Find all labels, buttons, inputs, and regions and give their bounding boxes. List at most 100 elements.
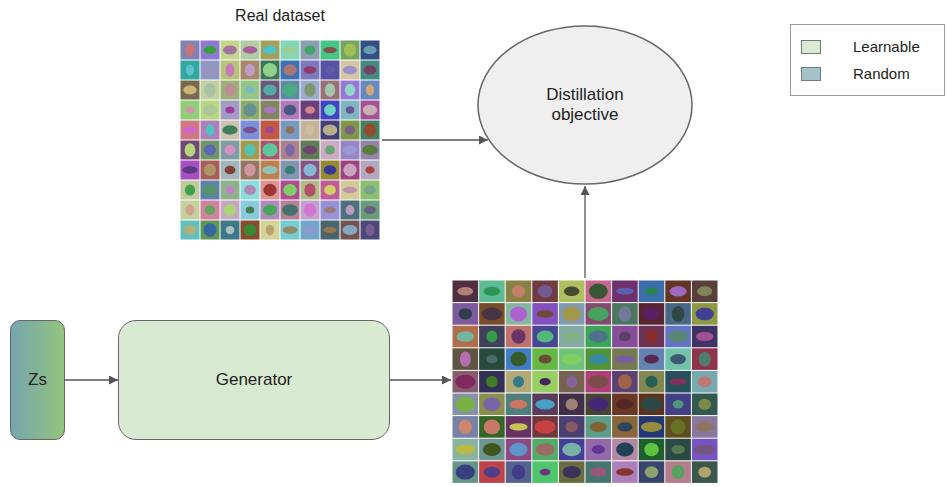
tile-background (559, 371, 585, 393)
tile-background (479, 303, 505, 325)
image-tile (321, 181, 340, 200)
image-tile (241, 141, 260, 160)
tile-object (537, 310, 554, 318)
tile-background (665, 461, 691, 483)
image-tile (586, 439, 612, 461)
image-tile (586, 394, 612, 416)
image-tile (506, 394, 532, 416)
tile-object (323, 227, 337, 233)
image-tile (639, 461, 665, 483)
tile-background (241, 81, 260, 100)
tile-background (321, 141, 340, 160)
tile-background (321, 161, 340, 180)
tile-object (511, 329, 525, 344)
image-tile (612, 348, 638, 370)
tile-object (644, 443, 658, 457)
tile-background (692, 461, 718, 483)
tile-background (281, 61, 300, 80)
tile-object (671, 419, 686, 434)
arrow-connector (65, 379, 118, 380)
tile-object (346, 205, 355, 215)
tile-object (325, 83, 335, 97)
image-tile (181, 41, 200, 60)
tile-object (671, 445, 684, 454)
tile-object (539, 355, 552, 364)
tile-background (181, 121, 200, 140)
image-tile (506, 461, 532, 483)
image-tile (201, 41, 220, 60)
tile-background (241, 221, 260, 240)
image-tile (261, 61, 280, 80)
tile-background (361, 201, 380, 220)
image-tile (281, 181, 300, 200)
tile-object (589, 284, 608, 299)
image-tile (665, 348, 691, 370)
image-tile (321, 81, 340, 100)
tile-object (592, 445, 605, 454)
tile-background (453, 281, 479, 303)
tile-background (479, 326, 505, 348)
tile-object (263, 46, 277, 54)
tile-background (341, 81, 360, 100)
tile-background (261, 81, 280, 100)
legend-entry: Random (801, 60, 934, 87)
tile-background (301, 221, 320, 240)
image-tile (241, 181, 260, 200)
tile-background (665, 439, 691, 461)
tile-background (341, 41, 360, 60)
tile-background (586, 371, 612, 393)
arrow (390, 379, 451, 380)
tile-background (221, 121, 240, 140)
image-tile (301, 81, 320, 100)
tile-object (204, 164, 217, 176)
tile-object (204, 144, 216, 155)
image-tile (261, 221, 280, 240)
tile-object (324, 165, 337, 174)
tile-background (261, 121, 280, 140)
tile-background (612, 348, 638, 370)
tile-background (321, 101, 340, 120)
tile-object (306, 124, 314, 136)
image-tile (321, 121, 340, 140)
image-tile (261, 161, 280, 180)
image-tile (181, 61, 200, 80)
tile-object (245, 86, 255, 93)
tile-object (244, 163, 255, 176)
tile-background (532, 394, 558, 416)
tile-object (325, 66, 335, 75)
image-tile (341, 221, 360, 240)
tile-object (303, 146, 317, 154)
image-tile (532, 394, 558, 416)
tile-background (201, 101, 220, 120)
tile-object (323, 47, 336, 53)
image-tile (506, 303, 532, 325)
tile-object (264, 107, 277, 114)
tile-object (186, 64, 194, 75)
legend-swatch (801, 67, 821, 81)
tile-background (559, 416, 585, 438)
tile-object (304, 83, 315, 96)
image-tile (201, 61, 220, 80)
image-tile (639, 371, 665, 393)
tile-background (201, 181, 220, 200)
tile-background (321, 81, 340, 100)
tile-background (612, 461, 638, 483)
image-tile (559, 303, 585, 325)
tile-background (559, 303, 585, 325)
tile-object (699, 352, 711, 367)
tile-background (665, 371, 691, 393)
tile-background (453, 461, 479, 483)
image-tile (361, 81, 380, 100)
tile-background (341, 61, 360, 80)
tile-background (453, 439, 479, 461)
tile-background (201, 161, 220, 180)
tile-background (586, 348, 612, 370)
tile-background (586, 281, 612, 303)
image-tile (261, 181, 280, 200)
image-tile (361, 181, 380, 200)
tile-background (506, 348, 532, 370)
tile-object (484, 419, 500, 434)
tile-object (566, 421, 578, 432)
tile-object (563, 332, 580, 341)
tile-object (324, 185, 336, 195)
